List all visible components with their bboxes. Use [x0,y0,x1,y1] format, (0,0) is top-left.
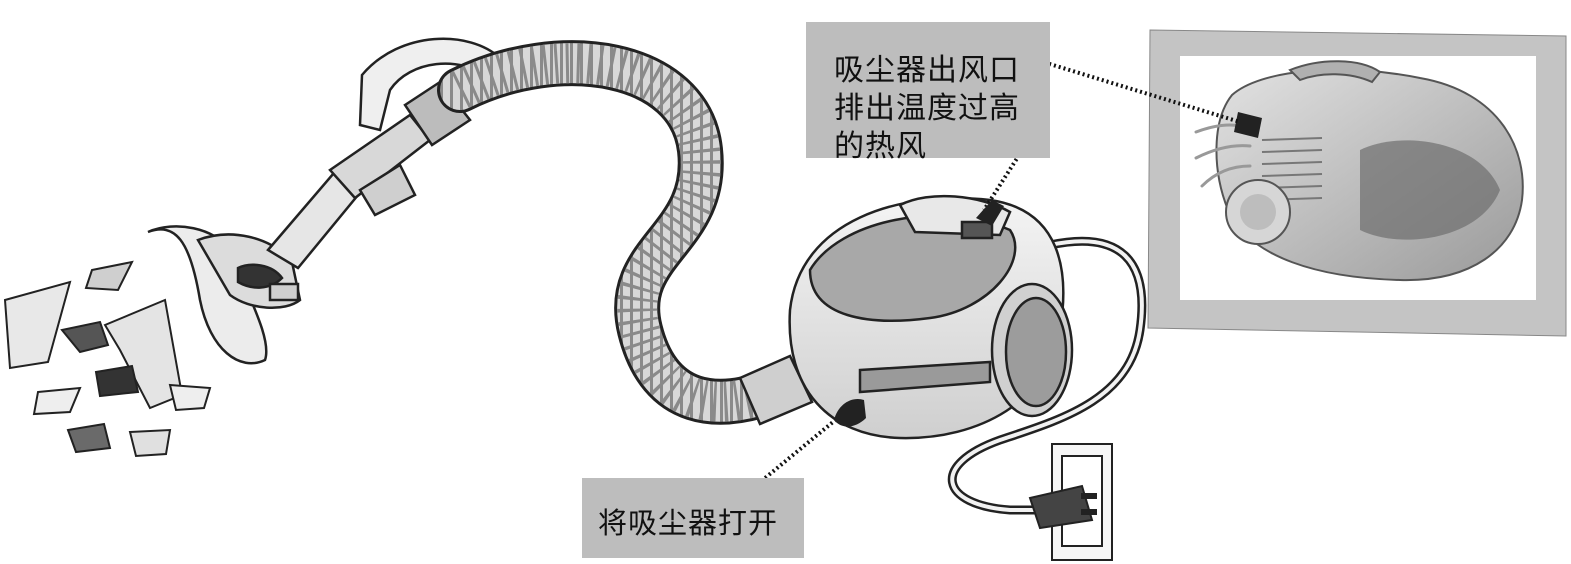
callout-line: 排出温度过高 [834,90,1050,128]
debris-piece [62,322,108,352]
vacuum-body [790,196,1072,438]
callout-line: 吸尘器出风口 [834,52,1050,90]
callout-turn-on-vacuum: 将吸尘器打开 [582,478,804,558]
debris-piece [5,282,70,368]
vacuum-photo [1148,30,1566,336]
debris-piece [34,388,80,414]
wall-outlet [1030,444,1112,560]
debris-piece [86,262,132,290]
debris-piece [130,430,170,456]
callout-line: 的热风 [834,128,1050,166]
hose-ribs [460,63,770,402]
debris-piece [170,385,210,410]
debris-piece [68,424,110,452]
hose [460,63,770,402]
callout-exhaust-hot-air: 吸尘器出风口 排出温度过高 的热风 [806,22,1050,158]
debris-group [5,262,210,456]
debris-piece [96,366,138,396]
